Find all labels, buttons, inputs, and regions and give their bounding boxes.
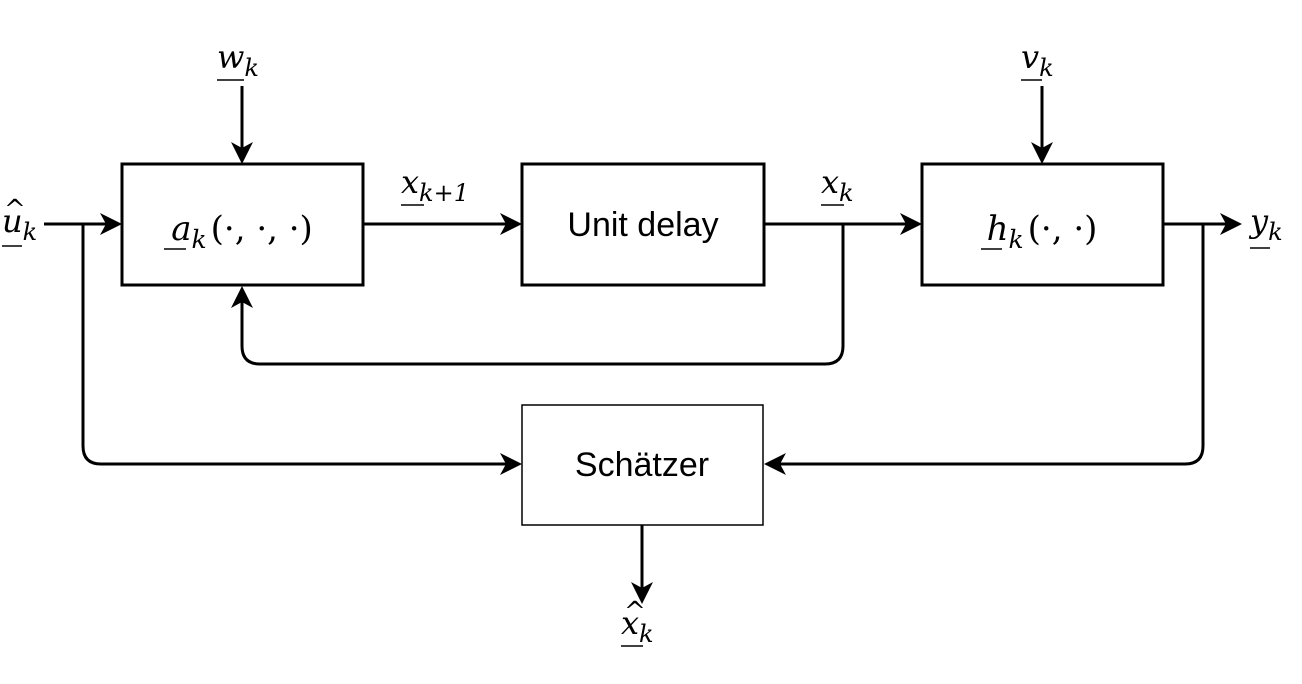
svg-text:xk+1: xk+1 [401, 163, 469, 207]
measurement-noise-arrowhead [1031, 142, 1053, 164]
svg-text:xk: xk [621, 604, 654, 648]
state-function-label: ak(·, ·, ·) [171, 209, 313, 254]
input-to-estimator-wire [81, 224, 507, 466]
unit-delay-block: Unit delay [520, 162, 766, 287]
estimator-block: Schätzer [521, 404, 764, 526]
process-noise-label: wk [217, 38, 259, 82]
svg-text:^: ^ [624, 597, 646, 627]
measurement-noise-label: vk [1021, 38, 1054, 82]
output-to-estimator-arrowhead [764, 453, 786, 475]
estimate-arrowhead [631, 582, 653, 604]
estimator-label: Schätzer [575, 446, 709, 484]
svg-text:xk: xk [821, 163, 854, 207]
input-to-estimator-arrowhead [500, 453, 522, 475]
output-arrowhead [1220, 213, 1242, 235]
output-to-estimator-wire [780, 224, 1205, 466]
input-arrowhead [100, 213, 122, 235]
state-arrowhead [900, 213, 922, 235]
svg-text:yk: yk [1248, 202, 1283, 246]
process-noise-arrowhead [231, 142, 253, 164]
state-feedback-wire [240, 224, 845, 366]
measurement-function-label: hk(·, ·) [987, 209, 1098, 254]
svg-text:vk: vk [1021, 38, 1054, 82]
next-state-label: xk+1 [401, 163, 469, 207]
svg-text:uk: uk [2, 202, 37, 246]
next-state-arrowhead [500, 213, 522, 235]
estimate-label: xk ^ [621, 597, 654, 648]
state-label: xk [821, 163, 854, 207]
svg-text:wk: wk [217, 38, 259, 82]
state-function-block: ak(·, ·, ·) [120, 162, 365, 287]
state-feedback-arrowhead [231, 286, 253, 308]
svg-text:^: ^ [4, 195, 26, 225]
measurement-function-block: hk(·, ·) [920, 162, 1165, 287]
output-label: yk [1248, 202, 1283, 249]
input-signal-label: uk ^ [2, 195, 37, 247]
unit-delay-label: Unit delay [567, 206, 718, 244]
